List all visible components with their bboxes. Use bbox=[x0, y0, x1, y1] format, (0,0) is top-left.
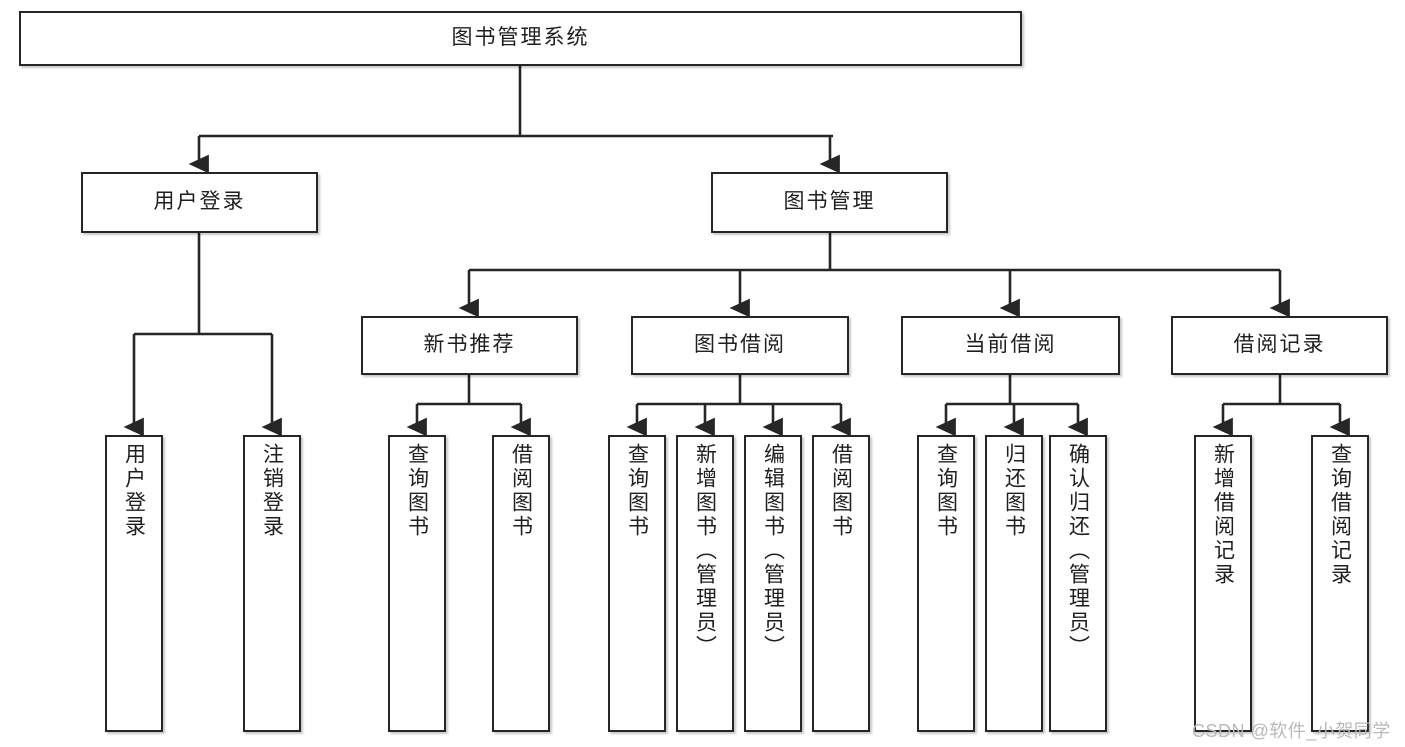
leaf-record-query[interactable]: 查询借阅记录 bbox=[1311, 435, 1369, 732]
leaf-record-query-label: 查询借阅记录 bbox=[1328, 443, 1352, 587]
leaf-borrow-edit-book[interactable]: 编辑图书（管理员） bbox=[744, 435, 802, 732]
node-book-borrow-label: 图书借阅 bbox=[694, 333, 786, 357]
leaf-record-add[interactable]: 新增借阅记录 bbox=[1194, 435, 1252, 732]
leaf-borrow-lend-book-label: 借阅图书 bbox=[829, 443, 853, 539]
csdn-watermark: CSDN @软件_小贺同学 bbox=[1192, 721, 1391, 741]
leaf-borrow-add-book-label: 新增图书（管理员） bbox=[693, 443, 717, 659]
leaf-borrow-edit-book-label: 编辑图书（管理员） bbox=[761, 443, 785, 659]
leaf-user-logout[interactable]: 注销登录 bbox=[243, 435, 301, 732]
leaf-current-query-book-label: 查询图书 bbox=[934, 443, 958, 539]
leaf-user-logout-label: 注销登录 bbox=[260, 443, 284, 539]
node-book-management[interactable]: 图书管理 bbox=[711, 172, 948, 233]
leaf-borrow-query-book-label: 查询图书 bbox=[625, 443, 649, 539]
node-borrow-record[interactable]: 借阅记录 bbox=[1171, 316, 1388, 375]
node-root-system-label: 图书管理系统 bbox=[451, 26, 590, 50]
leaf-new-book-borrow-label: 借阅图书 bbox=[509, 443, 533, 539]
node-borrow-record-label: 借阅记录 bbox=[1233, 333, 1326, 357]
node-current-borrow-label: 当前借阅 bbox=[964, 333, 1057, 357]
leaf-user-login[interactable]: 用户登录 bbox=[105, 435, 163, 732]
node-book-borrow[interactable]: 图书借阅 bbox=[631, 316, 849, 375]
leaf-new-book-query[interactable]: 查询图书 bbox=[388, 435, 446, 732]
leaf-new-book-borrow[interactable]: 借阅图书 bbox=[492, 435, 550, 732]
node-user-login-label: 用户登录 bbox=[153, 190, 246, 214]
leaf-current-query-book[interactable]: 查询图书 bbox=[917, 435, 975, 732]
leaf-user-login-label: 用户登录 bbox=[122, 443, 146, 539]
node-new-book-recommend-label: 新书推荐 bbox=[423, 333, 516, 357]
leaf-current-return-book-label: 归还图书 bbox=[1002, 443, 1026, 539]
node-book-management-label: 图书管理 bbox=[783, 190, 876, 214]
node-root-system[interactable]: 图书管理系统 bbox=[19, 11, 1022, 66]
leaf-record-add-label: 新增借阅记录 bbox=[1211, 443, 1235, 587]
leaf-current-confirm-return-label: 确认归还（管理员） bbox=[1066, 443, 1090, 659]
leaf-borrow-lend-book[interactable]: 借阅图书 bbox=[812, 435, 870, 732]
leaf-borrow-add-book[interactable]: 新增图书（管理员） bbox=[676, 435, 734, 732]
node-user-login[interactable]: 用户登录 bbox=[81, 172, 318, 233]
leaf-current-return-book[interactable]: 归还图书 bbox=[985, 435, 1043, 732]
node-new-book-recommend[interactable]: 新书推荐 bbox=[361, 316, 578, 375]
leaf-current-confirm-return[interactable]: 确认归还（管理员） bbox=[1049, 435, 1107, 732]
leaf-borrow-query-book[interactable]: 查询图书 bbox=[608, 435, 666, 732]
leaf-new-book-query-label: 查询图书 bbox=[405, 443, 429, 539]
node-current-borrow[interactable]: 当前借阅 bbox=[901, 316, 1120, 375]
